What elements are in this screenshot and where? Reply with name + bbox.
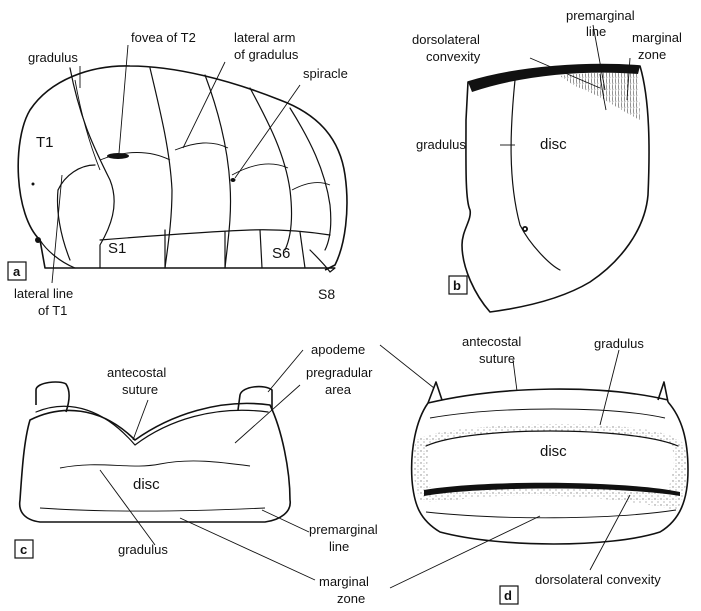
label-marginal-c-line2: zone bbox=[337, 591, 365, 606]
label-antecostal-c-line1: antecostal bbox=[107, 365, 166, 380]
label-disc-b: disc bbox=[540, 136, 567, 153]
label-gradulus-b: gradulus bbox=[416, 137, 466, 152]
panel-b-drawing bbox=[462, 65, 649, 312]
label-marginal-b-line2: zone bbox=[638, 47, 666, 62]
label-dorsolateral-b-line2: convexity bbox=[426, 49, 481, 64]
panel-b: premarginal line dorsolateral convexity … bbox=[412, 8, 682, 312]
panel-c-letter: c bbox=[20, 542, 27, 557]
label-lateral-line-line2: of T1 bbox=[38, 303, 67, 318]
panel-b-letter: b bbox=[453, 278, 461, 293]
label-dorsolateral-d: dorsolateral convexity bbox=[535, 572, 661, 587]
label-antecostal-d-line2: suture bbox=[479, 351, 515, 366]
label-lateral-line-line1: lateral line bbox=[14, 286, 73, 301]
label-premarginal-b-line1: premarginal bbox=[566, 8, 635, 23]
label-s1: S1 bbox=[108, 240, 126, 257]
panel-c-drawing bbox=[20, 382, 291, 522]
panel-a-drawing bbox=[18, 66, 347, 272]
label-pregradular-line2: area bbox=[325, 382, 352, 397]
label-disc-c: disc bbox=[133, 476, 160, 493]
label-marginal-c-line1: marginal bbox=[319, 574, 369, 589]
label-antecostal-d-line1: antecostal bbox=[462, 334, 521, 349]
label-antecostal-c-line2: suture bbox=[122, 382, 158, 397]
label-spiracle: spiracle bbox=[303, 66, 348, 81]
label-premarginal-c-line2: line bbox=[329, 539, 349, 554]
label-premarginal-c-line1: premarginal bbox=[309, 522, 378, 537]
label-dorsolateral-b-line1: dorsolateral bbox=[412, 32, 480, 47]
label-premarginal-b-line2: line bbox=[586, 24, 606, 39]
label-gradulus-c: gradulus bbox=[118, 542, 168, 557]
label-disc-d: disc bbox=[540, 443, 567, 460]
label-t1: T1 bbox=[36, 134, 54, 151]
label-s8: S8 bbox=[318, 286, 335, 302]
label-apodeme: apodeme bbox=[311, 342, 365, 357]
label-s6: S6 bbox=[272, 245, 290, 262]
label-gradulus-a: gradulus bbox=[28, 50, 78, 65]
label-lateral-arm-line1: lateral arm bbox=[234, 30, 295, 45]
label-lateral-arm-line2: of gradulus bbox=[234, 47, 299, 62]
label-pregradular-line1: pregradular bbox=[306, 365, 373, 380]
label-gradulus-d: gradulus bbox=[594, 336, 644, 351]
label-marginal-b-line1: marginal bbox=[632, 30, 682, 45]
panel-c: antecostal suture pregradular area disc … bbox=[15, 350, 378, 606]
panel-d-letter: d bbox=[504, 588, 512, 603]
panel-a: gradulus fovea of T2 lateral arm of grad… bbox=[8, 30, 348, 318]
panel-d-drawing bbox=[412, 382, 688, 544]
label-fovea-of-t2: fovea of T2 bbox=[131, 30, 196, 45]
panel-a-letter: a bbox=[13, 264, 21, 279]
